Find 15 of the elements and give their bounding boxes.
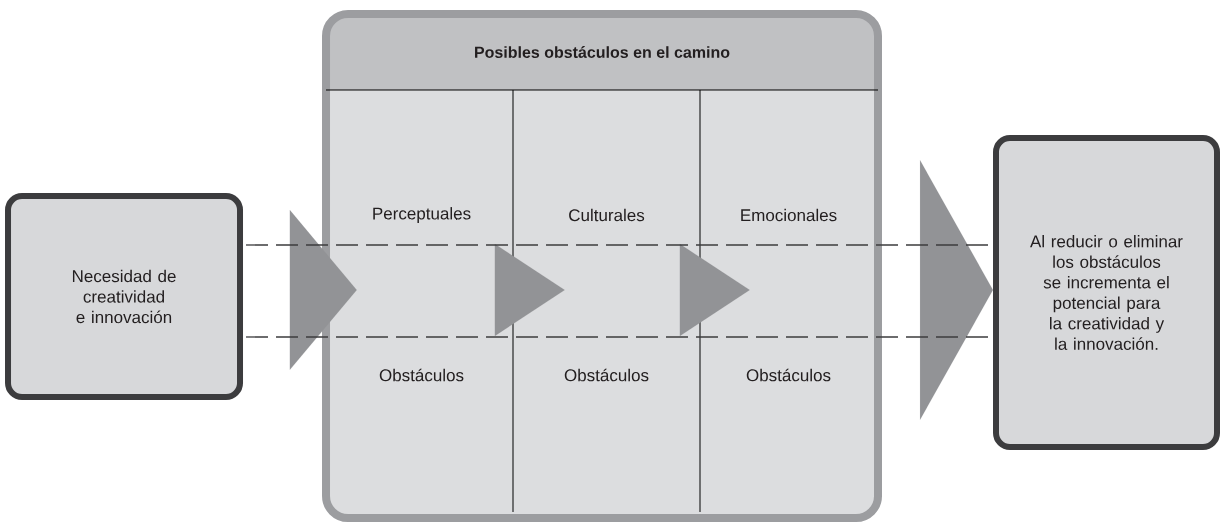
dashed-line <box>245 244 991 246</box>
dashed-line <box>245 336 991 338</box>
column-label: Obstáculos <box>746 368 831 382</box>
column-label: Emocionales <box>741 208 837 222</box>
rounded-box: Al reducir o eliminar los obstáculos se incrementa el potencial para la creatividad y la innovación. <box>993 135 1220 450</box>
triangle-arrow <box>679 244 750 336</box>
column-label: Perceptuales <box>373 207 471 223</box>
rounded-box: Necesidad de creatividad e innovación <box>5 193 243 400</box>
column-label: Obstáculos <box>379 368 464 382</box>
triangle-arrow <box>920 160 993 420</box>
panel-heading: Posibles obstáculos en el camino <box>475 46 730 58</box>
triangle-arrow <box>494 244 565 336</box>
column-label: Culturales <box>569 208 645 222</box>
column-label: Obstáculos <box>564 368 649 382</box>
triangle-arrow <box>289 210 357 370</box>
